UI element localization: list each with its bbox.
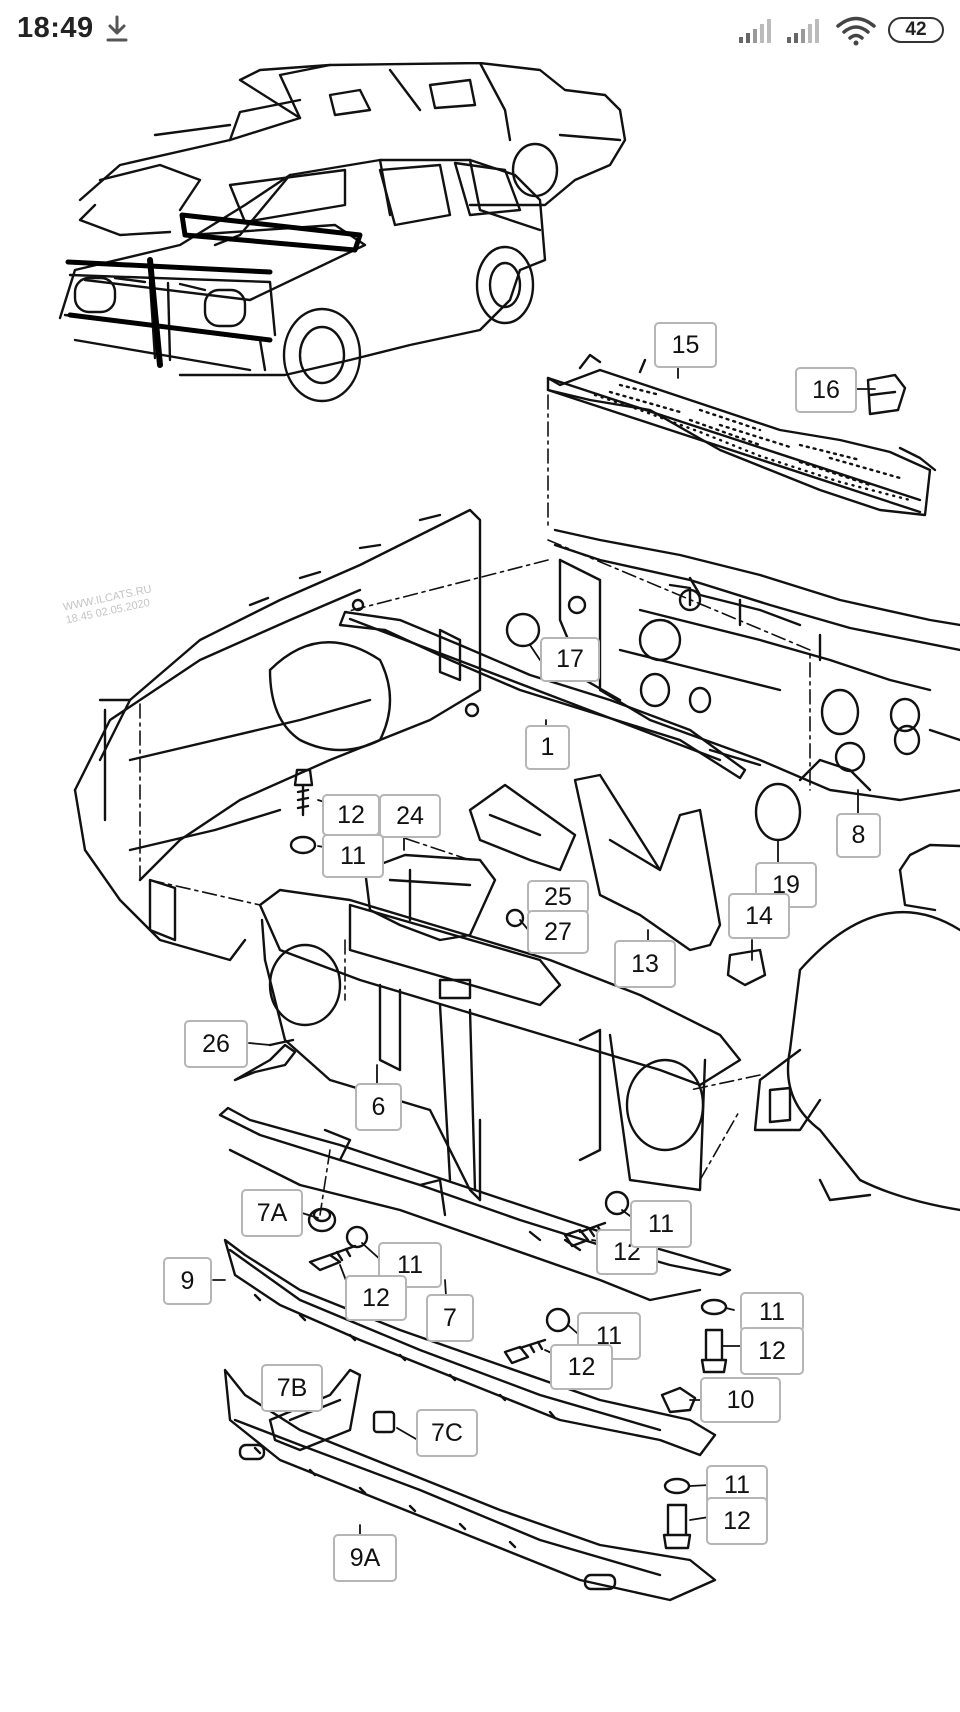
part-clip-7C (372, 1410, 396, 1434)
part-clip-14 (726, 948, 767, 987)
download-icon (106, 15, 128, 42)
callout-part-25[interactable]: 25 (527, 880, 589, 914)
part-clip-17 (505, 612, 541, 648)
part-long-panel (338, 610, 747, 780)
callout-part-9[interactable]: 9 (163, 1257, 212, 1305)
part-lock-carrier (258, 888, 742, 1217)
callout-part-7[interactable]: 7 (426, 1294, 474, 1342)
part-pin-26 (233, 1043, 297, 1082)
parts-drawing (58, 61, 960, 1602)
callout-part-13[interactable]: 13 (614, 940, 676, 988)
callout-part-12[interactable]: 12 (706, 1497, 768, 1545)
part-bumper-9A (223, 1368, 717, 1602)
callout-part-12[interactable]: 12 (550, 1344, 613, 1390)
part-pin-head (268, 1038, 295, 1047)
part-stud (567, 595, 587, 615)
callout-part-12[interactable]: 12 (740, 1327, 804, 1375)
part-right-fender (753, 843, 960, 1212)
callout-part-11[interactable]: 11 (322, 834, 384, 878)
part-bracket-25 (468, 783, 577, 872)
car-sedan-outline (78, 61, 627, 237)
wifi-icon (836, 16, 876, 46)
callout-part-1[interactable]: 1 (525, 725, 570, 770)
callout-part-7A[interactable]: 7A (241, 1189, 303, 1237)
part-plenum-panel (546, 353, 937, 517)
fasteners (289, 768, 728, 1550)
parts-diagram: WWW.ILCATS.RU 18.45 02.05.2020 15 16 17 … (0, 61, 960, 1707)
callout-part-7C[interactable]: 7C (416, 1409, 478, 1457)
callout-part-11[interactable]: 11 (740, 1292, 804, 1332)
callout-part-12[interactable]: 12 (322, 794, 380, 836)
status-time: 18:49 (17, 12, 94, 44)
callout-part-7B[interactable]: 7B (261, 1364, 323, 1412)
callout-part-12[interactable]: 12 (345, 1275, 407, 1321)
car-hatchback-outline (58, 158, 547, 403)
part-washer-27 (505, 908, 525, 928)
callout-part-17[interactable]: 17 (540, 637, 600, 682)
callout-part-27[interactable]: 27 (527, 910, 589, 954)
callout-part-10[interactable]: 10 (700, 1377, 781, 1423)
callout-part-9A[interactable]: 9A (333, 1534, 397, 1582)
callout-part-6[interactable]: 6 (355, 1083, 402, 1131)
signal-icon (787, 19, 819, 43)
callout-part-14[interactable]: 14 (728, 893, 790, 939)
battery-icon: 42 (888, 17, 944, 43)
callout-part-26[interactable]: 26 (184, 1020, 248, 1068)
callout-part-11[interactable]: 11 (630, 1200, 692, 1248)
construction-lines (139, 394, 811, 1216)
part-bulkhead (553, 528, 960, 802)
callout-part-16[interactable]: 16 (795, 367, 857, 413)
part-crossmember (218, 1106, 732, 1302)
callout-part-24[interactable]: 24 (379, 794, 441, 838)
callout-part-8[interactable]: 8 (836, 813, 881, 858)
part-bracket (866, 373, 907, 416)
part-brace-13 (573, 773, 722, 952)
signal-icon (739, 19, 771, 43)
part-grommet-19 (754, 782, 802, 842)
callout-part-15[interactable]: 15 (654, 322, 717, 368)
status-bar: 18:49 42 (0, 0, 960, 62)
part-left-inner-fender (73, 508, 482, 962)
